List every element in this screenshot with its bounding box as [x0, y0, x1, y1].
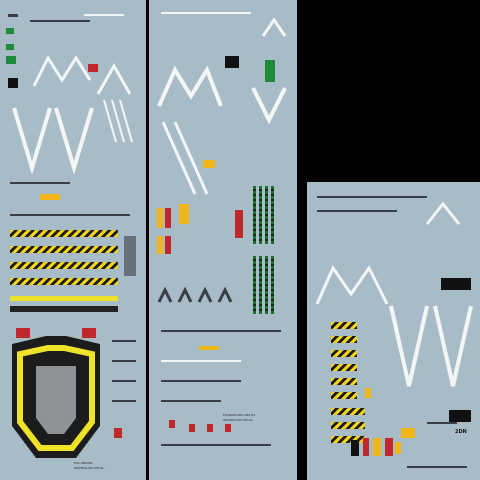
black-marking: [351, 440, 359, 456]
green-stripe: [253, 186, 256, 244]
green-stripe: [265, 186, 268, 244]
shoulder-pylon-decal: [12, 328, 100, 458]
hazard-stripe: [331, 364, 357, 371]
hazard-stripe: [331, 422, 365, 429]
red-marking: [114, 428, 122, 438]
hazard-stripe: [10, 278, 118, 285]
stripe-decal: [161, 121, 209, 195]
orange-marking: [365, 388, 371, 398]
black-marking: [8, 78, 18, 88]
marking: [161, 444, 271, 446]
red-marking: [225, 424, 231, 432]
green-stripe: [271, 186, 274, 244]
chevron-decal: [315, 264, 389, 305]
sheet-print: WATERSLIDE DECAL: [223, 418, 254, 422]
marking: [8, 14, 18, 17]
sheet-code: 2DN: [455, 429, 467, 435]
red-marking: [165, 208, 171, 228]
orange-marking: [199, 346, 219, 350]
chevron-decal: [157, 65, 223, 107]
decal-sheet-middle: EVANGELION UNIT-02 WATERSLIDE DECAL: [149, 0, 297, 480]
chevron-decal: [261, 17, 287, 37]
marking: [161, 12, 251, 14]
orange-marking: [395, 442, 401, 454]
green-stripe: [265, 256, 268, 314]
orange-marking: [179, 204, 189, 224]
v-decal: [12, 107, 94, 174]
red-marking: [385, 438, 393, 456]
decal-sheet-left: EVA-ANSHIN WATERSLIDE DECAL: [0, 0, 146, 480]
orange-marking: [373, 438, 381, 456]
red-marking: [169, 420, 175, 428]
red-marking: [88, 64, 98, 72]
hazard-stripe: [331, 378, 357, 385]
marking: [112, 400, 136, 402]
black-marking: [441, 278, 471, 290]
marking: [112, 380, 136, 382]
marking: [161, 360, 241, 362]
green-marking: [6, 28, 14, 34]
black-marking: [225, 56, 239, 68]
v-decal: [251, 87, 287, 124]
hazard-stripe: [331, 408, 365, 415]
hazard-stripe: [10, 246, 118, 253]
marking: [317, 210, 397, 212]
chevron-decal: [32, 54, 92, 87]
chevron-decal: [96, 62, 132, 95]
hazard-stripe: [331, 350, 357, 357]
marking: [30, 20, 90, 22]
hazard-stripe: [331, 322, 357, 329]
marking: [10, 214, 130, 216]
red-marking: [235, 210, 243, 238]
sheet-print: EVA-ANSHIN: [74, 461, 93, 465]
green-stripe: [259, 256, 262, 314]
marking: [112, 360, 136, 362]
red-marking: [363, 438, 369, 456]
green-marking: [6, 44, 14, 50]
marking: [161, 400, 221, 402]
decal-sheet-right: 2DN: [307, 182, 480, 480]
green-marking: [265, 60, 275, 82]
marking: [124, 236, 136, 276]
green-marking: [6, 56, 16, 64]
hazard-stripe: [331, 392, 357, 399]
marking: [407, 466, 467, 468]
marking: [161, 330, 281, 332]
marking: [84, 14, 124, 16]
black-stripe: [10, 306, 118, 312]
red-marking: [165, 236, 171, 254]
yellow-stripe: [10, 296, 118, 301]
red-marking: [189, 424, 195, 432]
orange-marking: [401, 428, 415, 438]
marking: [317, 196, 427, 198]
hazard-stripe: [331, 336, 357, 343]
marking: [161, 380, 241, 382]
marking: [427, 422, 457, 424]
v-decal: [389, 305, 473, 387]
sheet-print: WATERSLIDE DECAL: [74, 466, 105, 470]
orange-marking: [40, 194, 60, 200]
arrow-markings: [157, 286, 233, 303]
black-marking: [449, 410, 471, 422]
green-stripe: [271, 256, 274, 314]
stripe-decal: [103, 99, 133, 143]
marking: [10, 182, 70, 184]
hazard-stripe: [10, 262, 118, 269]
orange-marking: [203, 160, 215, 168]
red-marking: [207, 424, 213, 432]
orange-marking: [157, 236, 163, 254]
green-stripe: [259, 186, 262, 244]
orange-marking: [157, 208, 163, 228]
marking: [112, 340, 136, 342]
sheet-print: EVANGELION UNIT-02: [223, 413, 256, 417]
green-stripe: [253, 256, 256, 314]
hazard-stripe: [10, 230, 118, 237]
hazard-stripe: [331, 436, 365, 443]
chevron-decal: [425, 201, 461, 225]
